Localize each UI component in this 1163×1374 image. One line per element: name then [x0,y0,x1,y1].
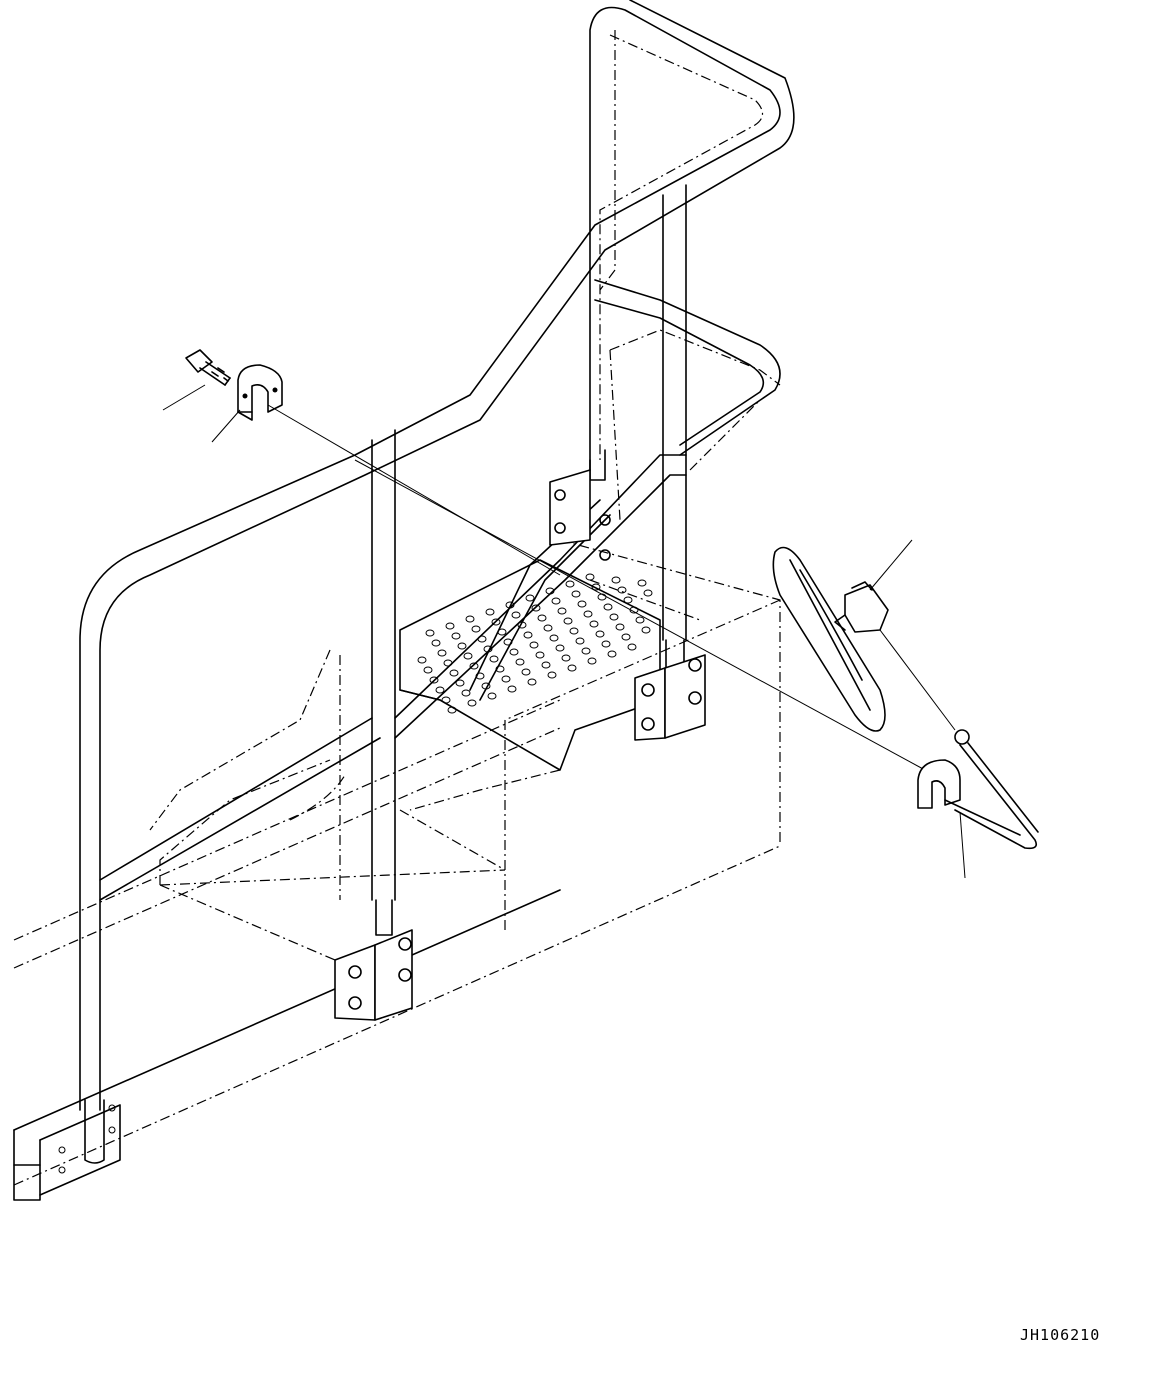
step-hole [527,678,537,686]
step-hole [485,608,495,616]
step-hole [501,675,511,683]
step-hole [537,614,547,622]
step-hole [621,633,631,641]
step-hole [557,607,567,615]
step-hole [589,620,599,628]
step-hole [417,656,427,664]
step-hole [617,586,627,594]
step-hole [575,637,585,645]
step-hole [451,632,461,640]
mirror-leader-line [869,539,913,591]
step-hole [425,629,435,637]
step-hole [529,641,539,649]
step-hole [507,685,517,693]
step-hole [549,634,559,642]
step-hole [423,666,433,674]
step-hole [457,642,467,650]
step-hole [543,624,553,632]
step-hole [623,596,633,604]
step-hole [565,580,575,588]
step-hole [609,613,619,621]
step-hole [511,611,521,619]
post-bracket-front [334,929,413,1021]
step-hole [571,590,581,598]
step-hole [595,630,605,638]
step-box [149,329,781,961]
step-hole [471,625,481,633]
clamp [237,364,283,421]
assembly-centerline [354,459,926,771]
step-hole [515,658,525,666]
mirror-centerline [879,629,956,731]
step-hole [567,664,577,672]
step-hole [547,671,557,679]
step-hole [455,679,465,687]
step-hole [469,662,479,670]
drawing-code: JH106210 [1020,1326,1101,1344]
step-hole [449,669,459,677]
step-hole [611,576,621,584]
bolt-leader-line [162,384,206,411]
step-hole [607,650,617,658]
hidden-line [289,774,346,821]
step-hole [447,706,457,714]
mirror-holder [917,729,1039,850]
step-hole [591,583,601,591]
step-hole [435,686,445,694]
bolt [185,349,231,386]
step-hole [523,631,533,639]
step-hole [601,640,611,648]
clamp-centerline [267,404,561,576]
step-hole [531,604,541,612]
step-hole [577,600,587,608]
step-hole [587,657,597,665]
handrail [79,0,795,1164]
step-hole [489,655,499,663]
step-hole [541,661,551,669]
step-hole [637,579,647,587]
step-hole [643,589,653,597]
step-hole [487,692,497,700]
step-hole [461,689,471,697]
step-hole [437,649,447,657]
step-hole [535,651,545,659]
step-hole [429,676,439,684]
step-hole [641,626,651,634]
step-hole [585,573,595,581]
step-hole [509,648,519,656]
step-hole [551,597,561,605]
step-hole [521,668,531,676]
step-hole [563,617,573,625]
mirror-holder-leader-line [959,811,966,879]
step-hole [467,699,477,707]
step-hole [491,618,501,626]
step-hole [569,627,579,635]
step-hole [627,643,637,651]
step-hole [583,610,593,618]
step-hole [431,639,441,647]
step-hole [445,622,455,630]
step-hole [561,654,571,662]
step-hole [465,615,475,623]
step-hole [581,647,591,655]
frame-rail [13,699,781,1201]
step-hole [615,623,625,631]
step-hole [635,616,645,624]
step-hole [603,603,613,611]
perforated-step [399,559,661,771]
clamp-leader-line [211,409,241,443]
step-hole [555,644,565,652]
step-hole [463,652,473,660]
post-bracket-rear [549,469,706,741]
step-hole [441,696,451,704]
step-hole [525,594,535,602]
mirror [772,546,889,732]
